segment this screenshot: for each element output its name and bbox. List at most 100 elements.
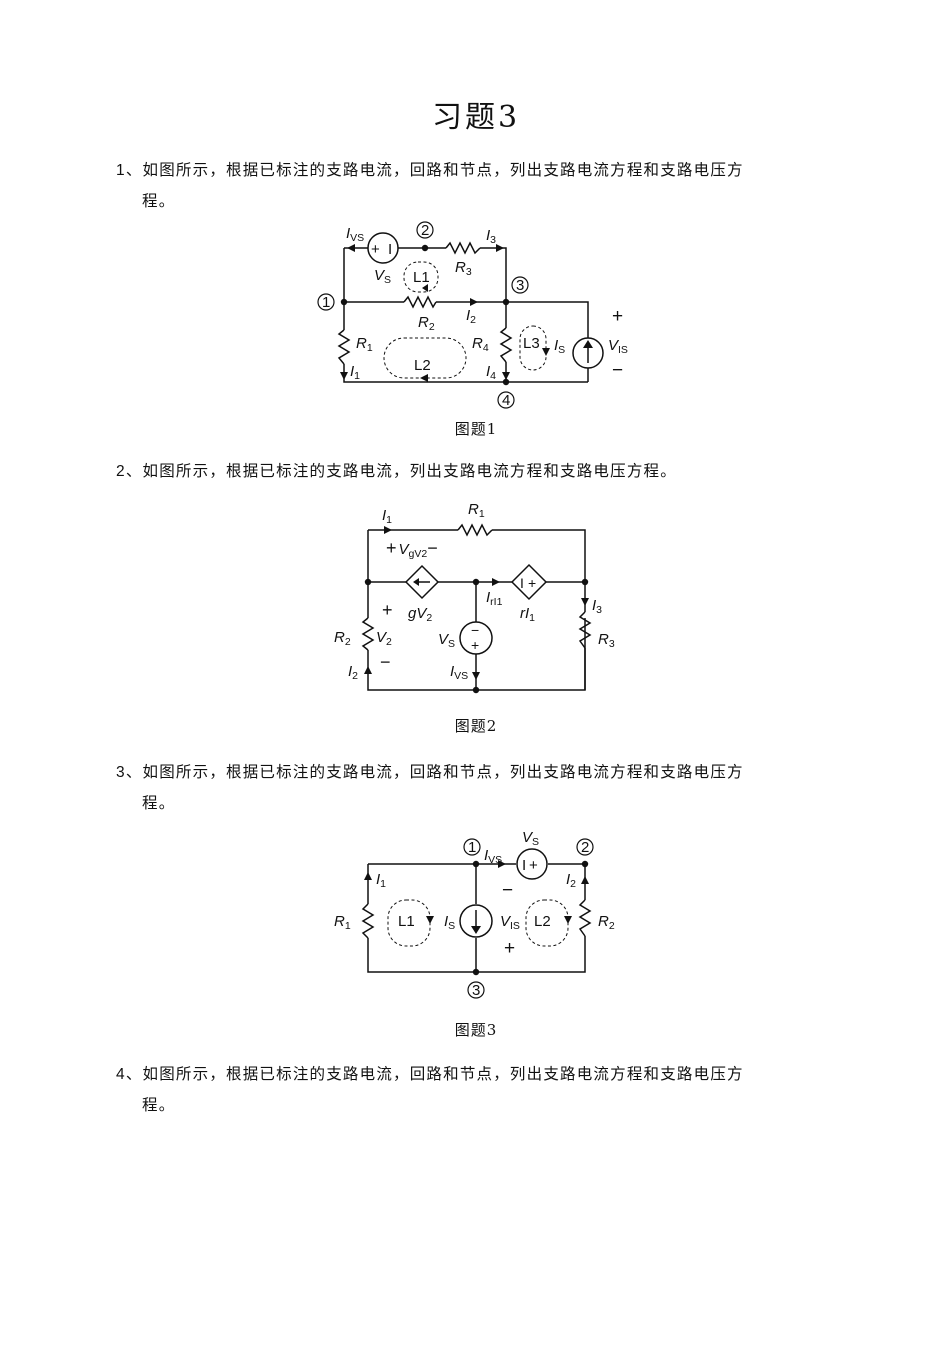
- label-r1: R1: [334, 913, 351, 932]
- label-i2: I2: [566, 871, 576, 890]
- arrow-head: [583, 340, 593, 348]
- polarity-minus: −: [502, 880, 513, 901]
- wire: [343, 301, 589, 383]
- current-arrow-i3: [496, 244, 504, 252]
- loop-arrow: [426, 916, 434, 924]
- node-dot: [472, 968, 480, 976]
- resistor-r2: [361, 617, 375, 651]
- label-r3: R3: [598, 631, 615, 650]
- circuit-figure-2: I + − + I1 R1 +VgV2− gV2 + V2 − R2 I2 VS…: [334, 501, 615, 694]
- loop-label-l1: L1: [398, 913, 415, 930]
- node-number-3: 3: [516, 277, 524, 294]
- current-arrow-i2: [470, 298, 478, 306]
- label-vs: VS: [438, 631, 455, 650]
- current-arrow-i4: [502, 372, 510, 380]
- label-gv2: gV2: [408, 605, 432, 624]
- resistor-r4: [499, 327, 513, 363]
- problem-text-continued: 程。: [142, 1096, 176, 1114]
- node-dot: [472, 686, 480, 694]
- node-number-3: 3: [472, 982, 480, 999]
- problem-number: 2: [116, 463, 126, 480]
- polarity-plus: +: [504, 938, 515, 959]
- loop-label-l3: L3: [523, 335, 540, 352]
- node-number-1: 1: [322, 294, 330, 311]
- loop-l2: [383, 337, 467, 379]
- node-label-circle: [416, 221, 434, 239]
- source-plus-sign: +: [471, 637, 479, 653]
- node-dot: [421, 244, 429, 252]
- source-plus-sign: +: [529, 857, 538, 874]
- wire: [367, 529, 586, 582]
- node-dot: [364, 578, 372, 586]
- circuit-figure-1: + I 2 1 3 4 L1 L2 L3 IVS VS I3 R3 R2 I2 …: [317, 221, 628, 409]
- problem-4-statement: 4、如图所示，根据已标注的支路电流，回路和节点，列出支路电流方程和支路电压方 程…: [116, 1059, 842, 1120]
- node-number-1: 1: [468, 839, 476, 856]
- node-label-circle: [467, 981, 485, 999]
- node-label-circle: [511, 276, 529, 294]
- wire: [475, 582, 586, 690]
- resistor-r2: [403, 295, 437, 309]
- loop-l1: [403, 261, 439, 293]
- label-is: IS: [554, 337, 565, 356]
- node-label-circle: [497, 391, 515, 409]
- node-label-circle: [463, 838, 481, 856]
- label-i3: I3: [486, 227, 496, 246]
- arrow-head: [471, 926, 481, 934]
- loop-arrow: [542, 348, 550, 356]
- label-vgv2: +VgV2−: [386, 538, 438, 560]
- loop-arrow: [422, 284, 428, 292]
- source-bar-sign: I: [522, 857, 526, 874]
- polarity-plus: +: [612, 306, 623, 327]
- current-arrow-i2: [581, 876, 589, 884]
- current-arrow-i1: [364, 872, 372, 880]
- resistor-r1: [337, 329, 351, 365]
- node-number-2: 2: [421, 222, 429, 239]
- problem-number: 3: [116, 764, 126, 781]
- label-v2-plus: +: [382, 600, 393, 620]
- problem-1-statement: 1、如图所示，根据已标注的支路电流，回路和节点，列出支路电流方程和支路电压方 程…: [116, 155, 842, 216]
- node-dot: [581, 860, 589, 868]
- label-vs: VS: [522, 829, 539, 848]
- problem-2-statement: 2、如图所示，根据已标注的支路电流，列出支路电流方程和支路电压方程。: [116, 456, 842, 487]
- problem-number: 4: [116, 1066, 126, 1083]
- node-dot: [472, 578, 480, 586]
- source-plus-sign: +: [371, 241, 380, 258]
- label-i3: I3: [592, 597, 602, 616]
- node-dot: [502, 378, 510, 386]
- label-i2: I2: [348, 663, 358, 682]
- node-dot: [472, 860, 480, 868]
- label-iri1: IrI1: [486, 589, 503, 608]
- label-is: IS: [444, 913, 455, 932]
- current-arrow-i2: [364, 666, 372, 674]
- figure-caption-1: 图题1: [454, 420, 498, 438]
- label-ivs: IVS: [484, 847, 502, 866]
- source-plus-sign: +: [528, 575, 536, 591]
- label-vs: VS: [374, 267, 391, 286]
- loop-arrow: [564, 916, 572, 924]
- label-ivs: IVS: [346, 225, 364, 244]
- current-arrow-ivs: [472, 672, 480, 680]
- source-minus-sign: −: [471, 622, 479, 638]
- problem-text: 、如图所示，根据已标注的支路电流，列出支路电流方程和支路电压方程。: [125, 462, 677, 480]
- loop-arrow: [420, 374, 428, 382]
- problem-text: 、如图所示，根据已标注的支路电流，回路和节点，列出支路电流方程和支路电压方: [125, 1065, 744, 1083]
- node-label-circle: [576, 838, 594, 856]
- label-v2: V2: [376, 629, 392, 648]
- label-v2-minus: −: [380, 652, 391, 672]
- node-label-circle: [317, 293, 335, 311]
- label-r3: R3: [455, 259, 472, 278]
- source-bar-sign: I: [520, 575, 524, 591]
- label-ivs: IVS: [450, 663, 468, 682]
- problem-text: 、如图所示，根据已标注的支路电流，回路和节点，列出支路电流方程和支路电压方: [125, 161, 744, 179]
- current-arrow-i1: [340, 372, 348, 380]
- loop-label-l2: L2: [534, 913, 551, 930]
- source-bar-sign: I: [388, 241, 392, 258]
- figure-caption-2: 图题2: [454, 717, 498, 735]
- label-i1: I1: [350, 363, 360, 382]
- node-dot: [581, 578, 589, 586]
- label-r4: R4: [472, 335, 489, 354]
- loop-label-l1: L1: [413, 269, 430, 286]
- node-dot: [502, 298, 510, 306]
- problem-text-continued: 程。: [142, 192, 176, 210]
- circuit-figure-3: I + 1 2 3 L1 L2 IVS VS − + I1 R1 IS VIS …: [334, 829, 615, 999]
